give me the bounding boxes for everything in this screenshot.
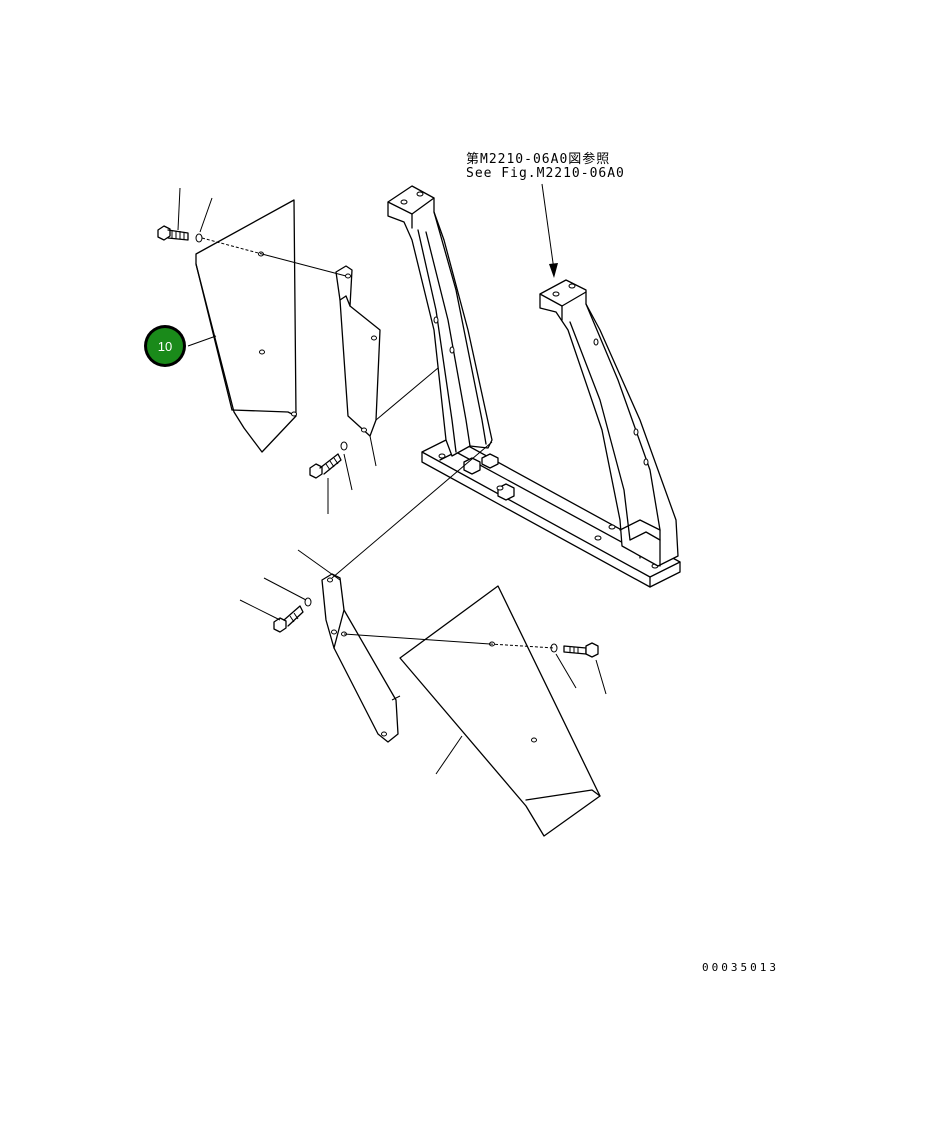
left-upright bbox=[387, 185, 493, 457]
lower-bracket bbox=[321, 573, 399, 743]
figure-number: 00035013 bbox=[702, 961, 779, 974]
callout-badge[interactable]: 10 bbox=[144, 325, 186, 367]
lower-right-bolt bbox=[563, 642, 599, 658]
reference-arrow bbox=[541, 183, 558, 278]
frame-assembly bbox=[387, 185, 681, 588]
lower-cover-plate bbox=[399, 585, 601, 837]
upper-bracket bbox=[335, 265, 381, 437]
lower-left-washer bbox=[304, 597, 312, 607]
middle-bolt bbox=[309, 453, 342, 479]
lower-left-bolt bbox=[273, 605, 304, 633]
upper-washer bbox=[195, 233, 203, 243]
callout-number: 10 bbox=[147, 328, 183, 364]
upper-bolt bbox=[157, 225, 189, 241]
reference-label-jp: 第M2210-06A0図参照 bbox=[466, 152, 611, 167]
middle-washer bbox=[340, 441, 348, 451]
lower-cover-assembly bbox=[239, 441, 607, 837]
right-upright bbox=[539, 279, 679, 567]
upper-cover-assembly bbox=[157, 187, 439, 514]
reference-label-en: See Fig.M2210-06A0 bbox=[466, 166, 625, 181]
